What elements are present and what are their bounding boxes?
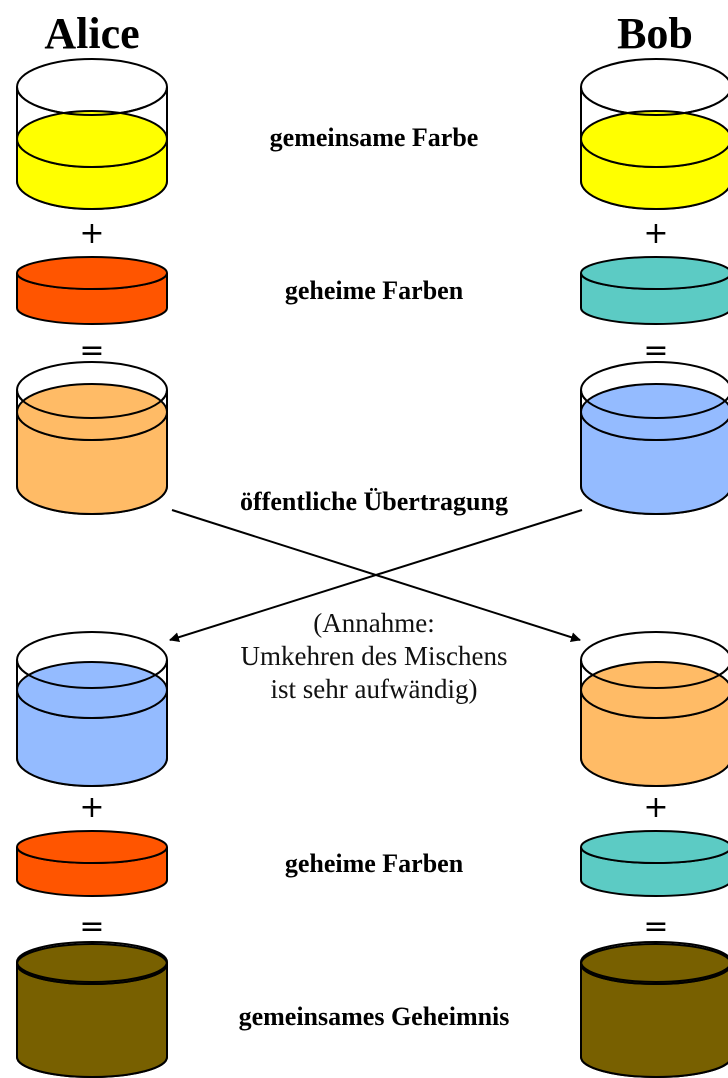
cup-liquid-surface (16, 661, 168, 719)
bob-plus-sign-bottom: + (643, 790, 668, 825)
disc-top (580, 256, 728, 290)
cup-rim (16, 361, 168, 419)
arrow-bob-to-alice (169, 509, 583, 643)
bob-mixed-color-cup (580, 361, 728, 515)
cup-liquid-surface (580, 943, 728, 985)
bob-secret-color-disc (580, 256, 728, 325)
cup-liquid-surface (580, 661, 728, 719)
alice-plus-sign-top: + (79, 216, 104, 251)
cup-rim (580, 58, 728, 116)
bob-plus-sign-top: + (643, 216, 668, 251)
common-color-label: gemeinsame Farbe (270, 123, 479, 152)
note-line-2: Umkehren des Mischens (241, 641, 508, 671)
cup-liquid-surface (16, 383, 168, 441)
alice-common-color-cup (16, 58, 168, 210)
alice-plus-sign-bottom: + (79, 790, 104, 825)
cup-rim (16, 58, 168, 116)
bob-received-mixture-cup (580, 631, 728, 787)
secret-colors-label-bottom: geheime Farben (285, 849, 464, 878)
bob-equals-sign-bottom: = (643, 909, 668, 944)
bob-secret-color-disc-bottom (580, 830, 728, 897)
cup-liquid-surface (16, 110, 168, 168)
alice-title: Alice (44, 9, 139, 58)
alice-equals-sign-bottom: = (79, 909, 104, 944)
note-line-1: (Annahme: (313, 608, 434, 638)
alice-received-mixture-cup (16, 631, 168, 787)
disc-top (16, 256, 168, 290)
disc-top (16, 830, 168, 864)
alice-equals-sign-top: = (79, 333, 104, 368)
shared-secret-label: gemeinsames Geheimnis (239, 1002, 510, 1031)
alice-secret-color-disc-bottom (16, 830, 168, 897)
alice-secret-color-disc (16, 256, 168, 325)
cup-liquid-surface (16, 943, 168, 985)
secret-colors-label-top: geheime Farben (285, 276, 464, 305)
cup-rim (580, 941, 728, 983)
cup-rim (580, 631, 728, 689)
cup-rim (16, 941, 168, 983)
public-transmission-label: öffentliche Übertragung (240, 487, 508, 516)
cup-rim (16, 631, 168, 689)
bob-title: Bob (617, 9, 693, 58)
cup-rim (580, 361, 728, 419)
cup-liquid-surface (580, 383, 728, 441)
bob-equals-sign-top: = (643, 333, 668, 368)
bob-shared-secret-cup (580, 941, 728, 1078)
note-line-3: ist sehr aufwändig) (271, 674, 478, 704)
cup-liquid-surface (580, 110, 728, 168)
alice-shared-secret-cup (16, 941, 168, 1078)
disc-top (580, 830, 728, 864)
bob-common-color-cup (580, 58, 728, 210)
alice-mixed-color-cup (16, 361, 168, 515)
